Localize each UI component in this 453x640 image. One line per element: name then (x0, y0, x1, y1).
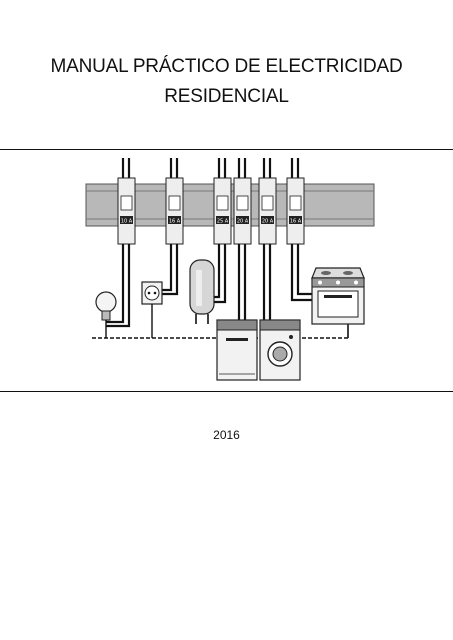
washing-machine-icon (259, 319, 301, 381)
breaker: 10 A (117, 177, 136, 245)
breaker-rating: 16 A (169, 219, 181, 225)
title-block: MANUAL PRÁCTICO DE ELECTRICIDAD RESIDENC… (0, 52, 453, 112)
water-heater-icon (189, 259, 215, 324)
wiring-diagram: 10 A 16 A 25 A 20 A 20 A 16 A (85, 158, 375, 381)
breaker: 16 A (286, 177, 305, 245)
title-line-1: MANUAL PRÁCTICO DE ELECTRICIDAD (50, 56, 403, 77)
breaker-rating: 20 A (237, 219, 249, 225)
dishwasher-icon (216, 319, 258, 381)
light-bulb-icon (95, 291, 117, 338)
bottom-rule (0, 391, 453, 392)
breaker: 20 A (233, 177, 252, 245)
title-line-2: RESIDENCIAL (164, 86, 289, 107)
breaker: 16 A (165, 177, 184, 245)
top-rule (0, 149, 453, 150)
breaker-rating: 25 A (217, 219, 229, 225)
breaker: 25 A (213, 177, 232, 245)
breaker-rating: 10 A (121, 219, 133, 225)
publication-year: 2016 (213, 428, 240, 442)
electric-stove-icon (311, 267, 365, 325)
power-outlet-icon (141, 281, 163, 338)
breaker-rating: 16 A (290, 219, 302, 225)
breaker: 20 A (258, 177, 277, 245)
breaker-rating: 20 A (262, 219, 274, 225)
